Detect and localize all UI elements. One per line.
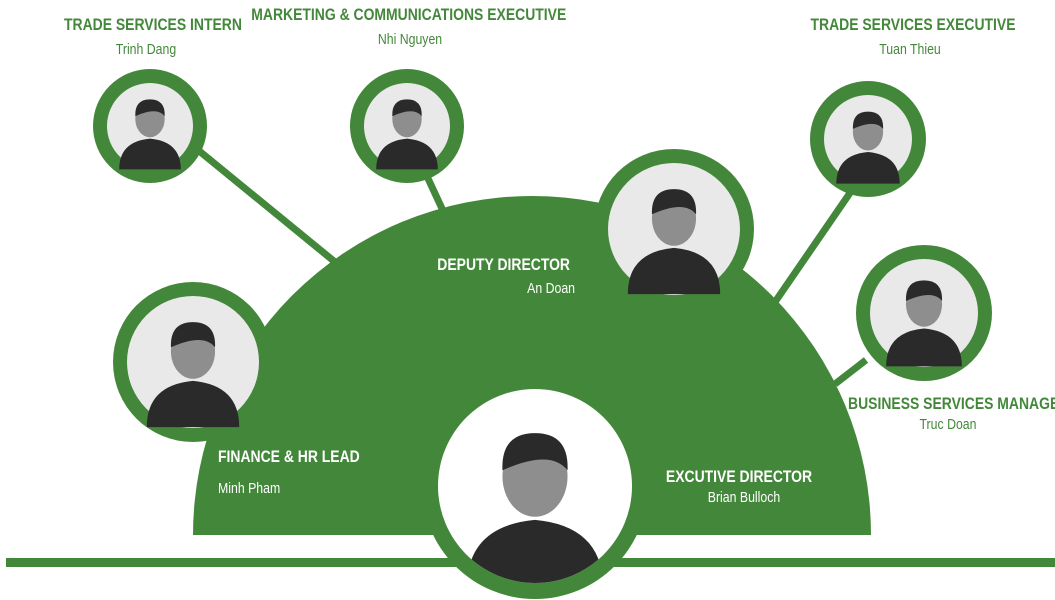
name-executive: Brian Bulloch <box>707 489 781 506</box>
connector-marketing <box>421 170 449 217</box>
portrait-executive <box>422 373 648 599</box>
connector-business <box>832 357 869 387</box>
title-business: BUSINESS SERVICES MANAGER <box>848 394 1055 413</box>
title-trade-intern: TRADE SERVICES INTERN <box>64 15 242 34</box>
connector-trade-intern <box>195 147 338 265</box>
portrait-photo-icon <box>146 322 240 428</box>
portrait-trade-intern <box>93 69 207 183</box>
portrait-photo-icon <box>119 99 181 170</box>
name-marketing: Nhi Nguyen <box>377 31 443 48</box>
connector-trade-exec <box>772 188 855 304</box>
portrait-photo-icon <box>836 111 900 184</box>
title-executive: EXCUTIVE DIRECTOR <box>665 467 813 486</box>
name-deputy: An Doan <box>527 280 575 297</box>
portrait-photo-icon <box>466 433 604 583</box>
title-finance: FINANCE & HR LEAD <box>218 447 360 466</box>
portrait-marketing <box>350 69 464 183</box>
name-trade-intern: Trinh Dang <box>115 41 177 58</box>
portrait-business <box>856 245 992 381</box>
name-trade-exec: Tuan Thieu <box>879 41 941 58</box>
portrait-deputy <box>594 149 754 309</box>
portrait-finance <box>113 282 273 442</box>
title-trade-exec: TRADE SERVICES EXECUTIVE <box>810 15 1016 34</box>
title-marketing: MARKETING & COMMUNICATIONS EXECUTIVE <box>251 5 567 24</box>
portrait-trade-exec <box>810 81 926 197</box>
portrait-photo-icon <box>627 189 721 295</box>
name-business: Truc Doan <box>919 416 977 433</box>
name-finance: Minh Pham <box>218 480 281 497</box>
portrait-photo-icon <box>376 99 438 170</box>
portrait-photo-icon <box>886 280 962 367</box>
title-deputy: DEPUTY DIRECTOR <box>437 255 570 274</box>
